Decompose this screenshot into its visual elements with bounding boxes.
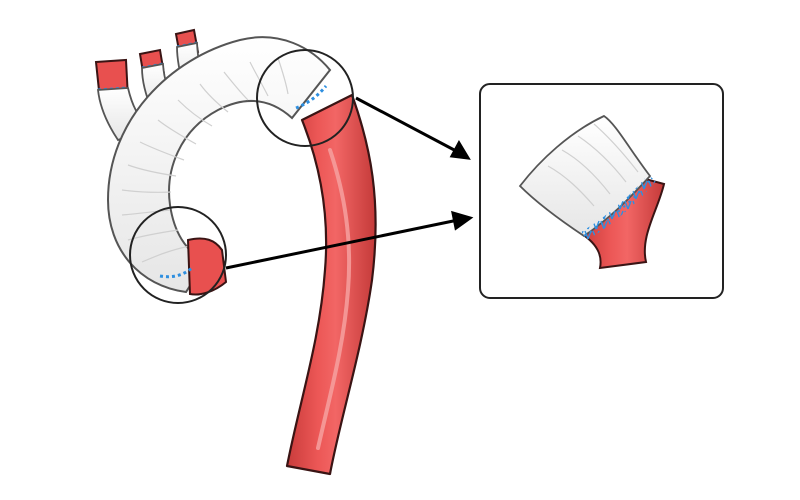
inset-suture-stitches bbox=[583, 177, 653, 237]
anastomosis-detail-inset bbox=[479, 83, 724, 299]
descending-aorta-body bbox=[285, 93, 377, 476]
distal-anastomosis-callout bbox=[256, 49, 354, 147]
descending-aorta bbox=[285, 93, 377, 476]
suture-line bbox=[159, 266, 193, 279]
inset-graft-pleats bbox=[547, 123, 639, 207]
proximal-vessel-stump bbox=[186, 237, 228, 296]
suture-line bbox=[295, 85, 328, 110]
arrowhead bbox=[451, 210, 474, 231]
arrow-proximal bbox=[225, 218, 459, 270]
graft-pleats bbox=[121, 57, 289, 263]
arrowhead bbox=[449, 139, 471, 160]
arrow-distal bbox=[355, 96, 459, 154]
graft-arch-body bbox=[106, 36, 332, 294]
proximal-anastomosis-callout bbox=[129, 206, 227, 304]
callout-arrows bbox=[225, 96, 474, 270]
graft-arch bbox=[97, 36, 332, 296]
descending-aorta-highlight bbox=[316, 148, 352, 450]
